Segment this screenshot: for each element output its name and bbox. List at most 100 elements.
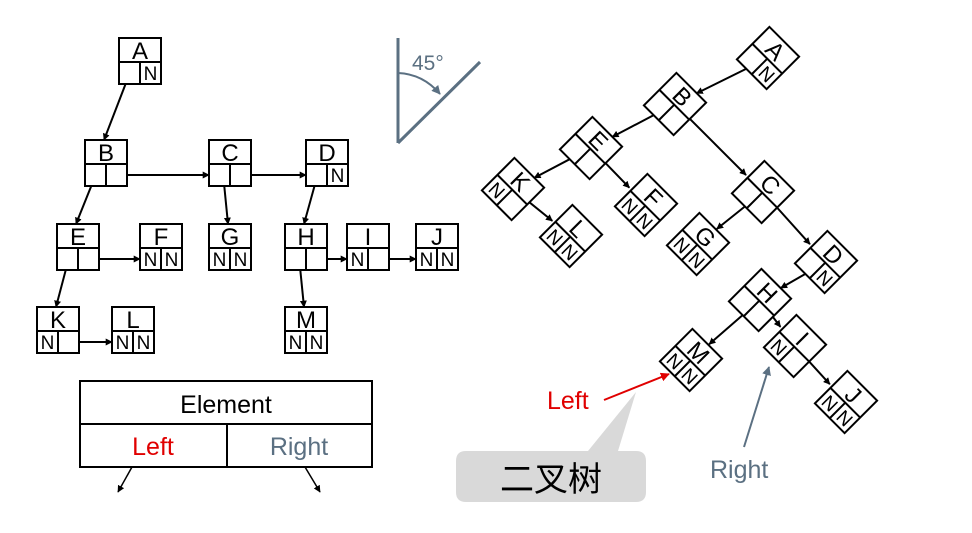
node-split [658, 104, 675, 121]
right-tree-node-L: LNN [538, 203, 604, 269]
angle-label: 45° [412, 52, 444, 75]
left-pointer-arrow [603, 372, 670, 401]
node-split [674, 360, 691, 377]
node-label: F [154, 224, 169, 251]
angle-indicator: 45° [396, 38, 482, 145]
callout-shape [456, 392, 646, 502]
node-divider [778, 331, 810, 363]
left-tree-node-H: H [284, 223, 328, 271]
right-tree-edge-A-B [695, 64, 755, 95]
node-label: B [98, 140, 114, 167]
node-right-pointer: N [331, 166, 345, 187]
node-right-pointer: N [137, 333, 151, 354]
right-tree-annotations: Left Right [547, 366, 771, 484]
node-right-pointer: N [441, 250, 455, 271]
node-divider [574, 133, 606, 165]
node-label: L [126, 307, 139, 334]
node-right-pointer: N [310, 333, 324, 354]
right-tree-node-F: FNN [613, 172, 679, 238]
left-tree-node-K: KN [36, 306, 80, 354]
callout-text: 二叉树 [500, 461, 602, 499]
legend-left-label: Left [132, 433, 174, 461]
node-label: E [70, 224, 86, 251]
node-divider [674, 345, 706, 377]
node-divider [554, 221, 586, 253]
node-right-pointer: N [165, 250, 179, 271]
left-tree-node-C: C [208, 139, 252, 187]
node-label: H [297, 224, 314, 251]
left-tree-node-B: B [84, 139, 128, 187]
node-split [629, 205, 646, 222]
node-split [574, 148, 591, 165]
right-tree-node-B: B [642, 71, 708, 137]
node-left-pointer: N [420, 250, 434, 271]
node-left-pointer: N [289, 333, 303, 354]
right-annotation-label: Right [710, 456, 768, 484]
node-split [496, 189, 513, 206]
node-label: A [132, 38, 148, 65]
legend-element-label: Element [180, 391, 272, 419]
node-split [809, 262, 826, 279]
left-tree-node-E: E [56, 223, 100, 271]
right-tree-edge-C-D [772, 203, 811, 245]
legend-left-arrow [117, 466, 133, 493]
node-left-pointer: N [213, 250, 227, 271]
right-tree-node-E: E [558, 115, 624, 181]
node-split [554, 236, 571, 253]
node-structure-legend: Element Left Right [79, 380, 373, 493]
right-tree-node-G: GNN [665, 211, 731, 277]
node-split [746, 192, 763, 209]
node-divider [751, 43, 783, 75]
right-tree-node-D: DN [793, 229, 859, 295]
node-label: J [431, 224, 443, 251]
node-right-pointer: N [234, 250, 248, 271]
right-pointer-arrow [743, 366, 771, 448]
right-tree-edge-B-C [685, 114, 747, 176]
node-split [743, 300, 760, 317]
callout-bubble: 二叉树 [456, 392, 646, 502]
node-label: K [50, 307, 66, 334]
node-label: C [221, 140, 238, 167]
angle-arc-arrow [397, 72, 441, 95]
right-tree-node-H: H [727, 267, 793, 333]
legend-right-arrow [304, 466, 321, 493]
node-divider [496, 174, 528, 206]
node-split [681, 244, 698, 261]
left-tree-edges [54, 65, 417, 346]
node-label: M [296, 307, 316, 334]
node-split [751, 58, 768, 75]
left-annotation-label: Left [547, 387, 589, 415]
right-tree-node-A: AN [735, 25, 801, 91]
node-label: I [365, 224, 372, 251]
node-left-pointer: N [144, 250, 158, 271]
right-tree-node-J: JNN [813, 369, 879, 435]
right-tree-node-M: MNN [658, 327, 724, 393]
node-left-pointer: N [41, 333, 55, 354]
node-divider [809, 247, 841, 279]
angle-diagonal-line [396, 60, 482, 145]
node-split [778, 346, 795, 363]
node-divider [743, 285, 775, 317]
legend-right-label: Right [270, 433, 328, 461]
right-tree-node-K: KN [480, 156, 546, 222]
left-tree-node-I: IN [346, 223, 390, 271]
node-left-pointer: N [351, 250, 365, 271]
node-left-pointer: N [116, 333, 130, 354]
node-divider [681, 229, 713, 261]
right-tree-edge-H-M [708, 309, 749, 346]
node-label: D [318, 140, 335, 167]
left-tree-node-A: AN [118, 37, 162, 85]
node-divider [746, 177, 778, 209]
node-divider [829, 387, 861, 419]
right-tree-edge-E-F [601, 158, 631, 189]
node-divider [658, 89, 690, 121]
node-label: G [221, 224, 240, 251]
